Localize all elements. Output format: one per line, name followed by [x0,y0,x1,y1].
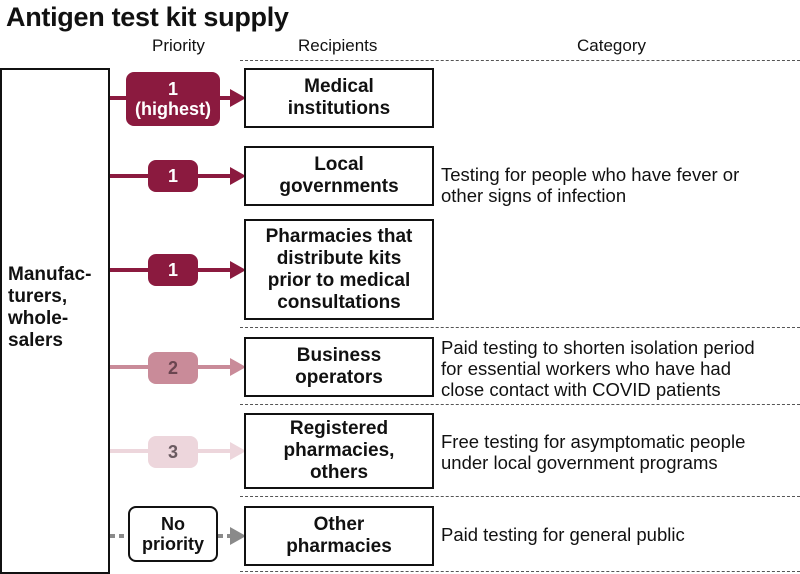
priority-badge: 1 [148,160,198,192]
priority-badge: 1 [148,254,198,286]
arrow-row-6 [110,527,246,545]
recipient-box: Other pharmacies [244,506,434,566]
recipient-box: Pharmacies that distribute kits prior to… [244,219,434,320]
group-divider [240,496,800,497]
group-divider [240,571,800,572]
header-divider [240,60,800,61]
priority-badge: 3 [148,436,198,468]
source-label: Manufac- turers, whole- salers [8,264,92,351]
priority-badge: 1 (highest) [126,72,220,126]
recipient-box: Medical institutions [244,68,434,128]
diagram-title: Antigen test kit supply [6,2,289,32]
group-divider [240,404,800,405]
category-column-header: Category [577,36,646,55]
category-text: Testing for people who have fever or oth… [441,164,740,206]
priority-column-header: Priority [152,36,205,55]
category-text: Paid testing to shorten isolation period… [441,337,755,400]
category-text: Free testing for asymptomatic people und… [441,431,746,473]
group-divider [240,327,800,328]
priority-badge: No priority [128,506,218,562]
category-text: Paid testing for general public [441,524,685,545]
source-box [0,68,110,574]
recipient-box: Local governments [244,146,434,206]
recipient-box: Registered pharmacies, others [244,413,434,489]
recipients-column-header: Recipients [298,36,378,55]
priority-badge: 2 [148,352,198,384]
recipient-box: Business operators [244,337,434,397]
